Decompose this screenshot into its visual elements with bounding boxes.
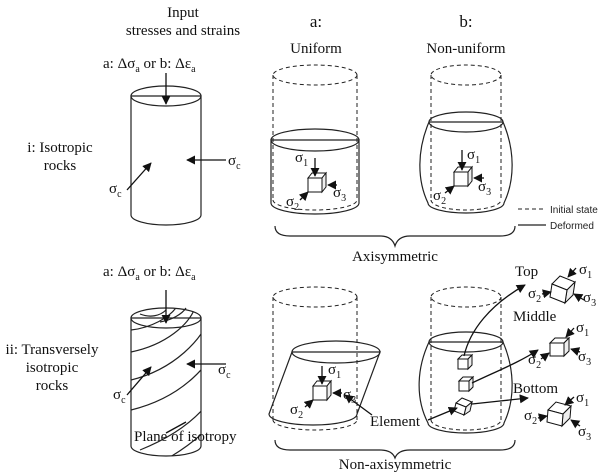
top-sigma2-label: σ2	[528, 286, 541, 305]
sigma1-label-row-ii-uniform: σ1	[328, 362, 341, 381]
enlarged-element-bottom	[546, 401, 572, 428]
pointer-to-top-element	[463, 284, 526, 357]
legend-deformed: Deformed	[550, 221, 594, 232]
sigma2-arrow-row-i-non-uniform	[444, 185, 455, 195]
column-a-letter: a:	[310, 12, 322, 31]
plane-of-isotropy-label: Plane of isotropy	[134, 429, 237, 445]
sigma2-arrow-row-i-uniform	[298, 191, 309, 202]
column-b-letter: b:	[459, 12, 472, 31]
stress-element-cube-row-i-uniform	[306, 171, 328, 194]
middle-sigma1-arrow	[565, 327, 575, 338]
input-heading-line1: Input	[167, 5, 199, 21]
confining-stress-arrow-left-row-i	[126, 162, 152, 191]
input-heading-line2: stresses and strains	[126, 23, 240, 39]
column-a-name: Uniform	[290, 41, 342, 57]
non-axisymmetric-brace	[274, 439, 516, 460]
legend: Initial state Deformed	[518, 205, 598, 232]
sigma-c-label-left-row-ii: σc	[113, 387, 126, 406]
row-ii-label-line1: ii: Transversely	[6, 342, 99, 358]
sigma1-label-row-i-uniform: σ1	[295, 150, 308, 169]
legend-initial-state: Initial state	[550, 205, 598, 216]
sigma2-label-row-i-non-uniform: σ2	[433, 188, 446, 207]
middle-sigma2-arrow	[539, 352, 550, 362]
element-pointer-left	[344, 394, 373, 416]
row-i-label-line1: i: Isotropic	[27, 140, 93, 156]
column-b-name: Non-uniform	[426, 41, 505, 57]
input-label-row-ii: a: Δσa or b: Δεa	[103, 264, 196, 283]
middle-sigma1-label: σ1	[576, 320, 589, 339]
sigma3-label-row-i-non-uniform: σ3	[478, 179, 491, 198]
bottom-sigma3-label: σ3	[578, 424, 591, 443]
sigma1-label-row-i-non-uniform: σ1	[467, 147, 480, 166]
bottom-sigma3-arrow	[570, 419, 581, 429]
middle-sigma2-label: σ2	[528, 352, 541, 371]
plane-of-isotropy-pointer	[165, 421, 187, 434]
element-cube-middle-inside	[457, 375, 475, 393]
middle-sigma3-label: σ3	[578, 349, 591, 368]
pointer-to-bottom-element	[471, 394, 529, 405]
sigma-c-label-left-row-i: σc	[109, 181, 122, 200]
sheared-deformation-row-ii	[268, 286, 381, 431]
row-ii-label-line2: isotropic	[26, 360, 79, 376]
top-sigma2-arrow	[541, 289, 552, 299]
input-label-row-i: a: Δσa or b: Δεa	[103, 56, 196, 75]
confining-stress-arrow-left-row-ii	[126, 366, 152, 396]
transversely-isotropic-rock-sample	[130, 307, 202, 457]
sigma-c-label-right-row-i: σc	[228, 153, 241, 172]
bottom-sigma2-label: σ2	[524, 408, 537, 427]
bottom-sigma1-label: σ1	[576, 390, 589, 409]
row-i-label-line2: rocks	[44, 158, 77, 174]
element-pointer-right	[427, 406, 458, 421]
uniform-deformation-row-i	[270, 64, 360, 215]
top-element-label: Top	[515, 264, 538, 280]
sigma3-label-row-i-uniform: σ3	[333, 185, 346, 204]
row-ii-label-line3: rocks	[36, 378, 69, 394]
non-uniform-deformation-row-i	[419, 64, 513, 214]
axisymmetric-brace	[274, 225, 516, 249]
sigma2-label-row-i-uniform: σ2	[286, 194, 299, 213]
element-cube-top-inside	[456, 353, 474, 371]
top-sigma1-arrow	[567, 267, 577, 278]
middle-element-label: Middle	[513, 309, 557, 325]
non-uniform-deformation-row-ii	[418, 286, 513, 434]
isotropic-rock-sample	[130, 85, 202, 226]
enlarged-element-middle	[548, 336, 571, 358]
top-sigma1-label: σ1	[579, 262, 592, 281]
bottom-sigma1-arrow	[564, 396, 575, 406]
enlarged-element-top	[549, 275, 576, 305]
top-sigma3-label: σ3	[583, 290, 596, 309]
axisymmetric-label: Axisymmetric	[352, 249, 438, 265]
sigma-c-label-right-row-ii: σc	[218, 362, 231, 381]
bottom-element-label: Bottom	[513, 381, 558, 397]
bottom-sigma2-arrow	[537, 413, 548, 423]
top-sigma3-arrow	[573, 293, 585, 303]
stress-element-cube-row-i-non-uniform	[452, 165, 474, 188]
non-axisymmetric-label: Non-axisymmetric	[339, 457, 452, 472]
element-cube-bottom-inside	[453, 397, 473, 417]
middle-sigma3-arrow	[570, 347, 581, 356]
element-label: Element	[370, 414, 421, 430]
sigma3-label-row-ii-uniform: σ3	[343, 387, 356, 406]
sigma2-label-row-ii-uniform: σ2	[290, 402, 303, 421]
pointer-to-middle-element	[471, 349, 539, 384]
sigma2-arrow-row-ii-uniform	[303, 399, 314, 409]
